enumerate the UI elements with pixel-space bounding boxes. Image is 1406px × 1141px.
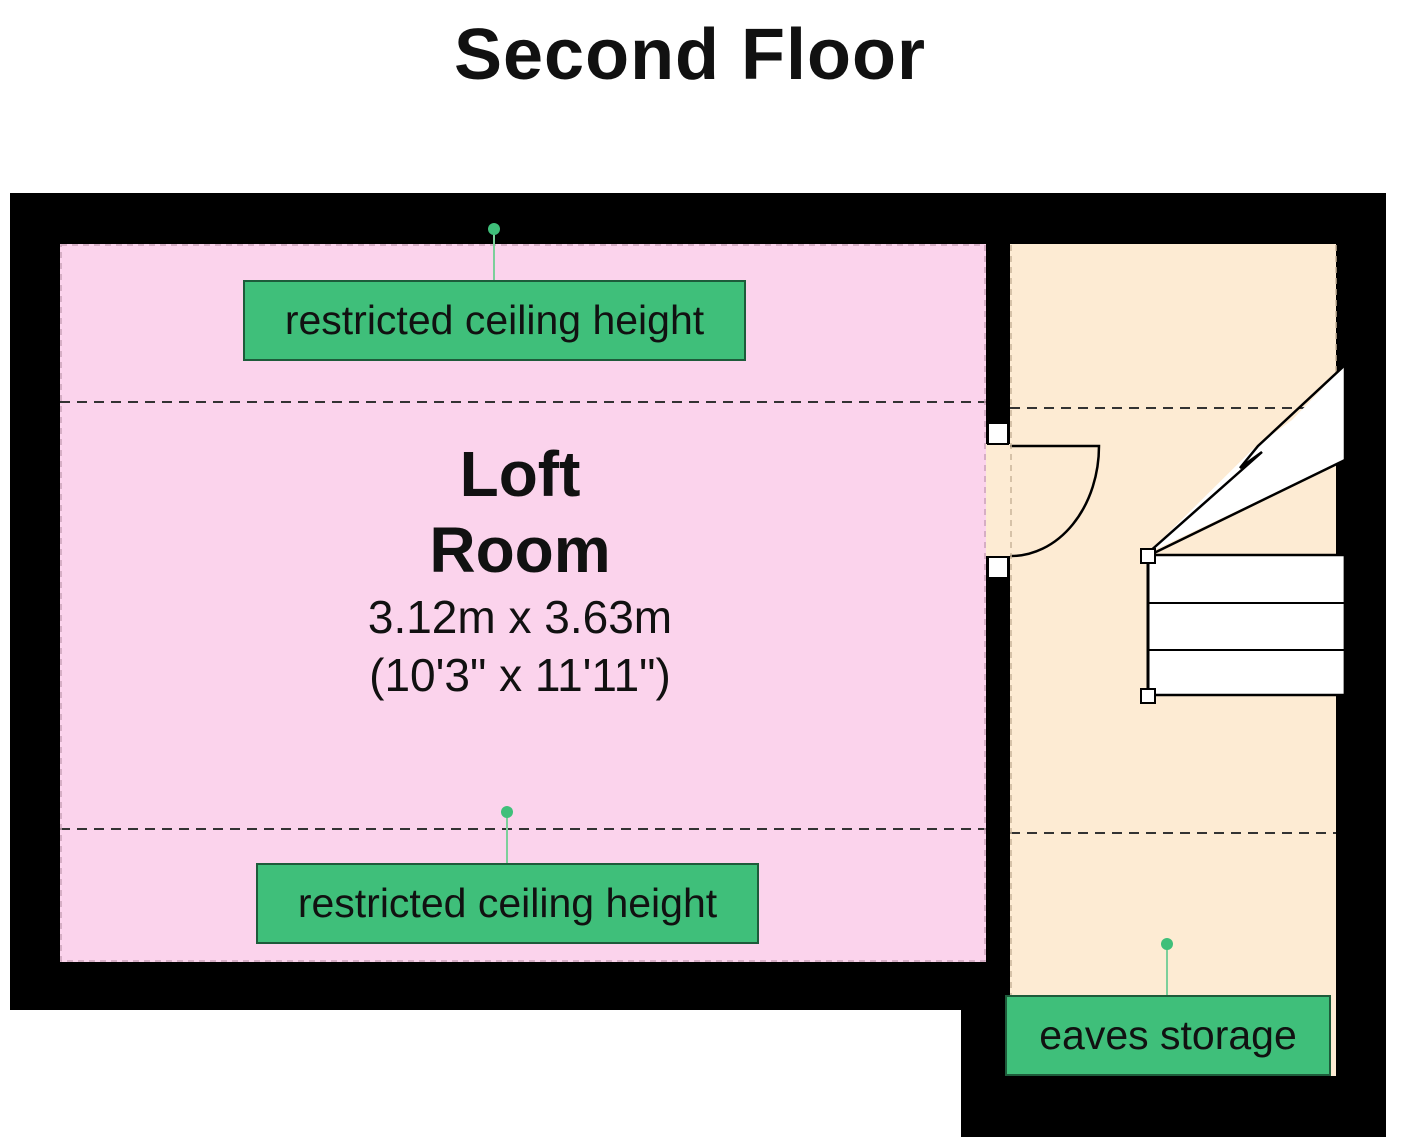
floor-title: Second Floor bbox=[453, 15, 927, 95]
stair-direction-outer bbox=[1153, 458, 1346, 555]
door-swing bbox=[1009, 444, 1101, 558]
stair-newel-bottom bbox=[1140, 688, 1156, 704]
leader-dot-top bbox=[488, 223, 500, 235]
restricted-height-tag-top: restricted ceiling height bbox=[243, 280, 746, 361]
stair-flight bbox=[1146, 553, 1347, 697]
room-dimensions-metric: 3.12m x 3.63m bbox=[367, 591, 673, 643]
door-jamb-bottom bbox=[987, 556, 1009, 579]
loft-room-floor bbox=[60, 244, 986, 962]
room-dimensions-imperial: (10'3" x 11'11") bbox=[369, 649, 671, 701]
door-opening bbox=[986, 444, 1010, 556]
restricted-height-tag-bottom: restricted ceiling height bbox=[256, 863, 759, 944]
room-name-line2: Room bbox=[429, 514, 611, 586]
loft-room-outline bbox=[60, 244, 986, 962]
stair-newel-top bbox=[1140, 548, 1156, 564]
door-jamb-top bbox=[987, 422, 1009, 445]
stair-direction-arrow bbox=[1147, 364, 1346, 554]
leader-dot-bottom bbox=[501, 806, 513, 818]
eaves-storage-tag: eaves storage bbox=[1005, 995, 1331, 1076]
leader-dot-eaves bbox=[1161, 938, 1173, 950]
room-name-line1: Loft bbox=[459, 438, 581, 510]
loft-room-label: Loft Room 3.12m x 3.63m (10'3" x 11'11") bbox=[260, 436, 780, 704]
